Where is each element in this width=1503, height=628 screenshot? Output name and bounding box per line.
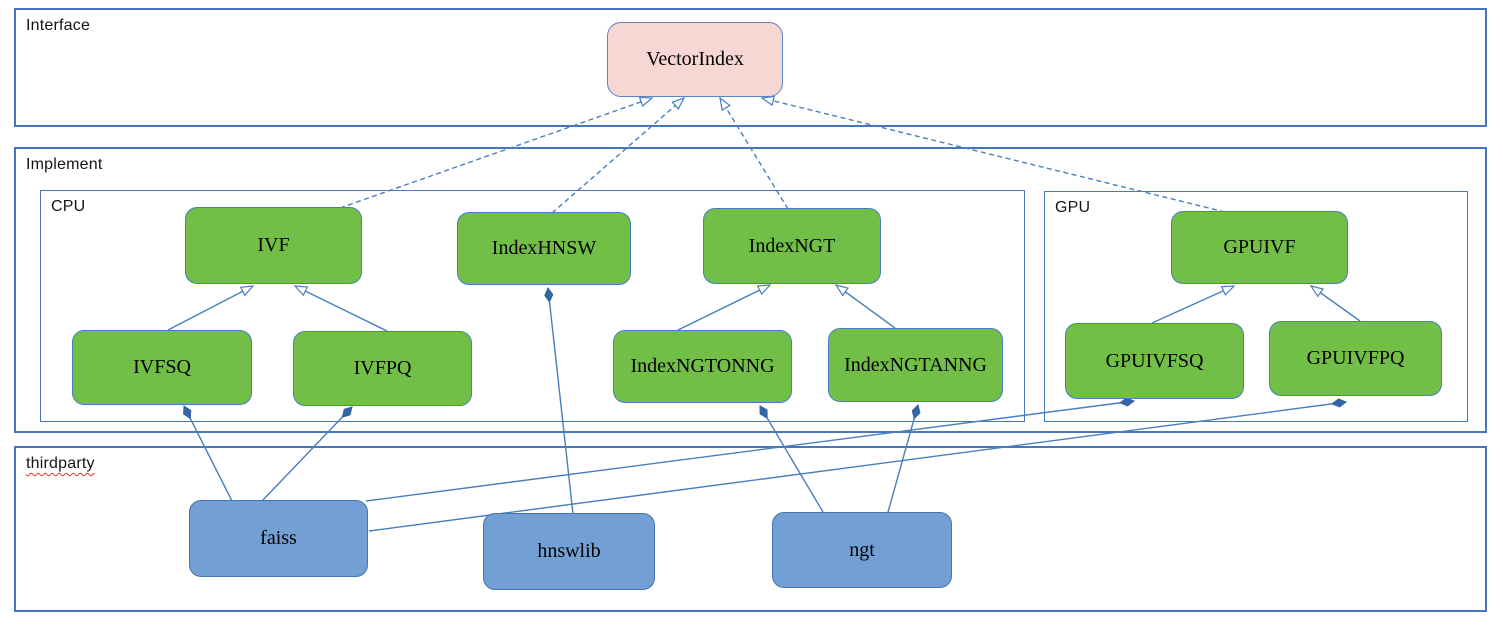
node-faiss-label: faiss	[260, 527, 297, 549]
node-gpuivfpq[interactable]: GPUIVFPQ	[1269, 321, 1442, 396]
node-gpuivfpq-label: GPUIVFPQ	[1306, 347, 1405, 369]
node-gpuivfsq[interactable]: GPUIVFSQ	[1065, 323, 1244, 399]
container-gpu-label: GPU	[1055, 199, 1091, 216]
node-ivf-label: IVF	[257, 234, 290, 256]
container-interface-label: Interface	[26, 17, 91, 34]
node-gpuivfsq-label: GPUIVFSQ	[1105, 349, 1204, 372]
node-ivfsq[interactable]: IVFSQ	[72, 330, 252, 405]
node-hnswlib[interactable]: hnswlib	[483, 513, 655, 590]
node-ivfpq[interactable]: IVFPQ	[293, 331, 472, 406]
node-indexngtanng[interactable]: IndexNGTANNG	[828, 328, 1003, 402]
node-indexngt[interactable]: IndexNGT	[703, 208, 881, 284]
node-gpuivf[interactable]: GPUIVF	[1171, 211, 1348, 284]
node-indexngtanng-label: IndexNGTANNG	[844, 353, 987, 376]
node-indexngt-label: IndexNGT	[748, 234, 836, 257]
node-vectorindex[interactable]: VectorIndex	[607, 22, 783, 97]
node-ivfpq-label: IVFPQ	[353, 357, 412, 379]
node-faiss[interactable]: faiss	[189, 500, 368, 577]
container-thirdparty-label: thirdparty	[26, 455, 95, 472]
node-ivfsq-label: IVFSQ	[133, 356, 191, 378]
container-implement-label: Implement	[26, 156, 103, 173]
container-cpu-label: CPU	[51, 198, 86, 215]
node-hnswlib-label: hnswlib	[537, 540, 601, 562]
node-ivf[interactable]: IVF	[185, 207, 362, 284]
node-indexngtonng[interactable]: IndexNGTONNG	[613, 330, 792, 403]
node-indexhnsw-label: IndexHNSW	[491, 237, 597, 259]
node-ngt-label: ngt	[849, 538, 875, 561]
node-ngt[interactable]: ngt	[772, 512, 952, 588]
node-indexngtonng-label: IndexNGTONNG	[630, 355, 775, 377]
node-indexhnsw[interactable]: IndexHNSW	[457, 212, 631, 285]
node-vectorindex-label: VectorIndex	[646, 48, 744, 70]
node-gpuivf-label: GPUIVF	[1223, 236, 1296, 258]
